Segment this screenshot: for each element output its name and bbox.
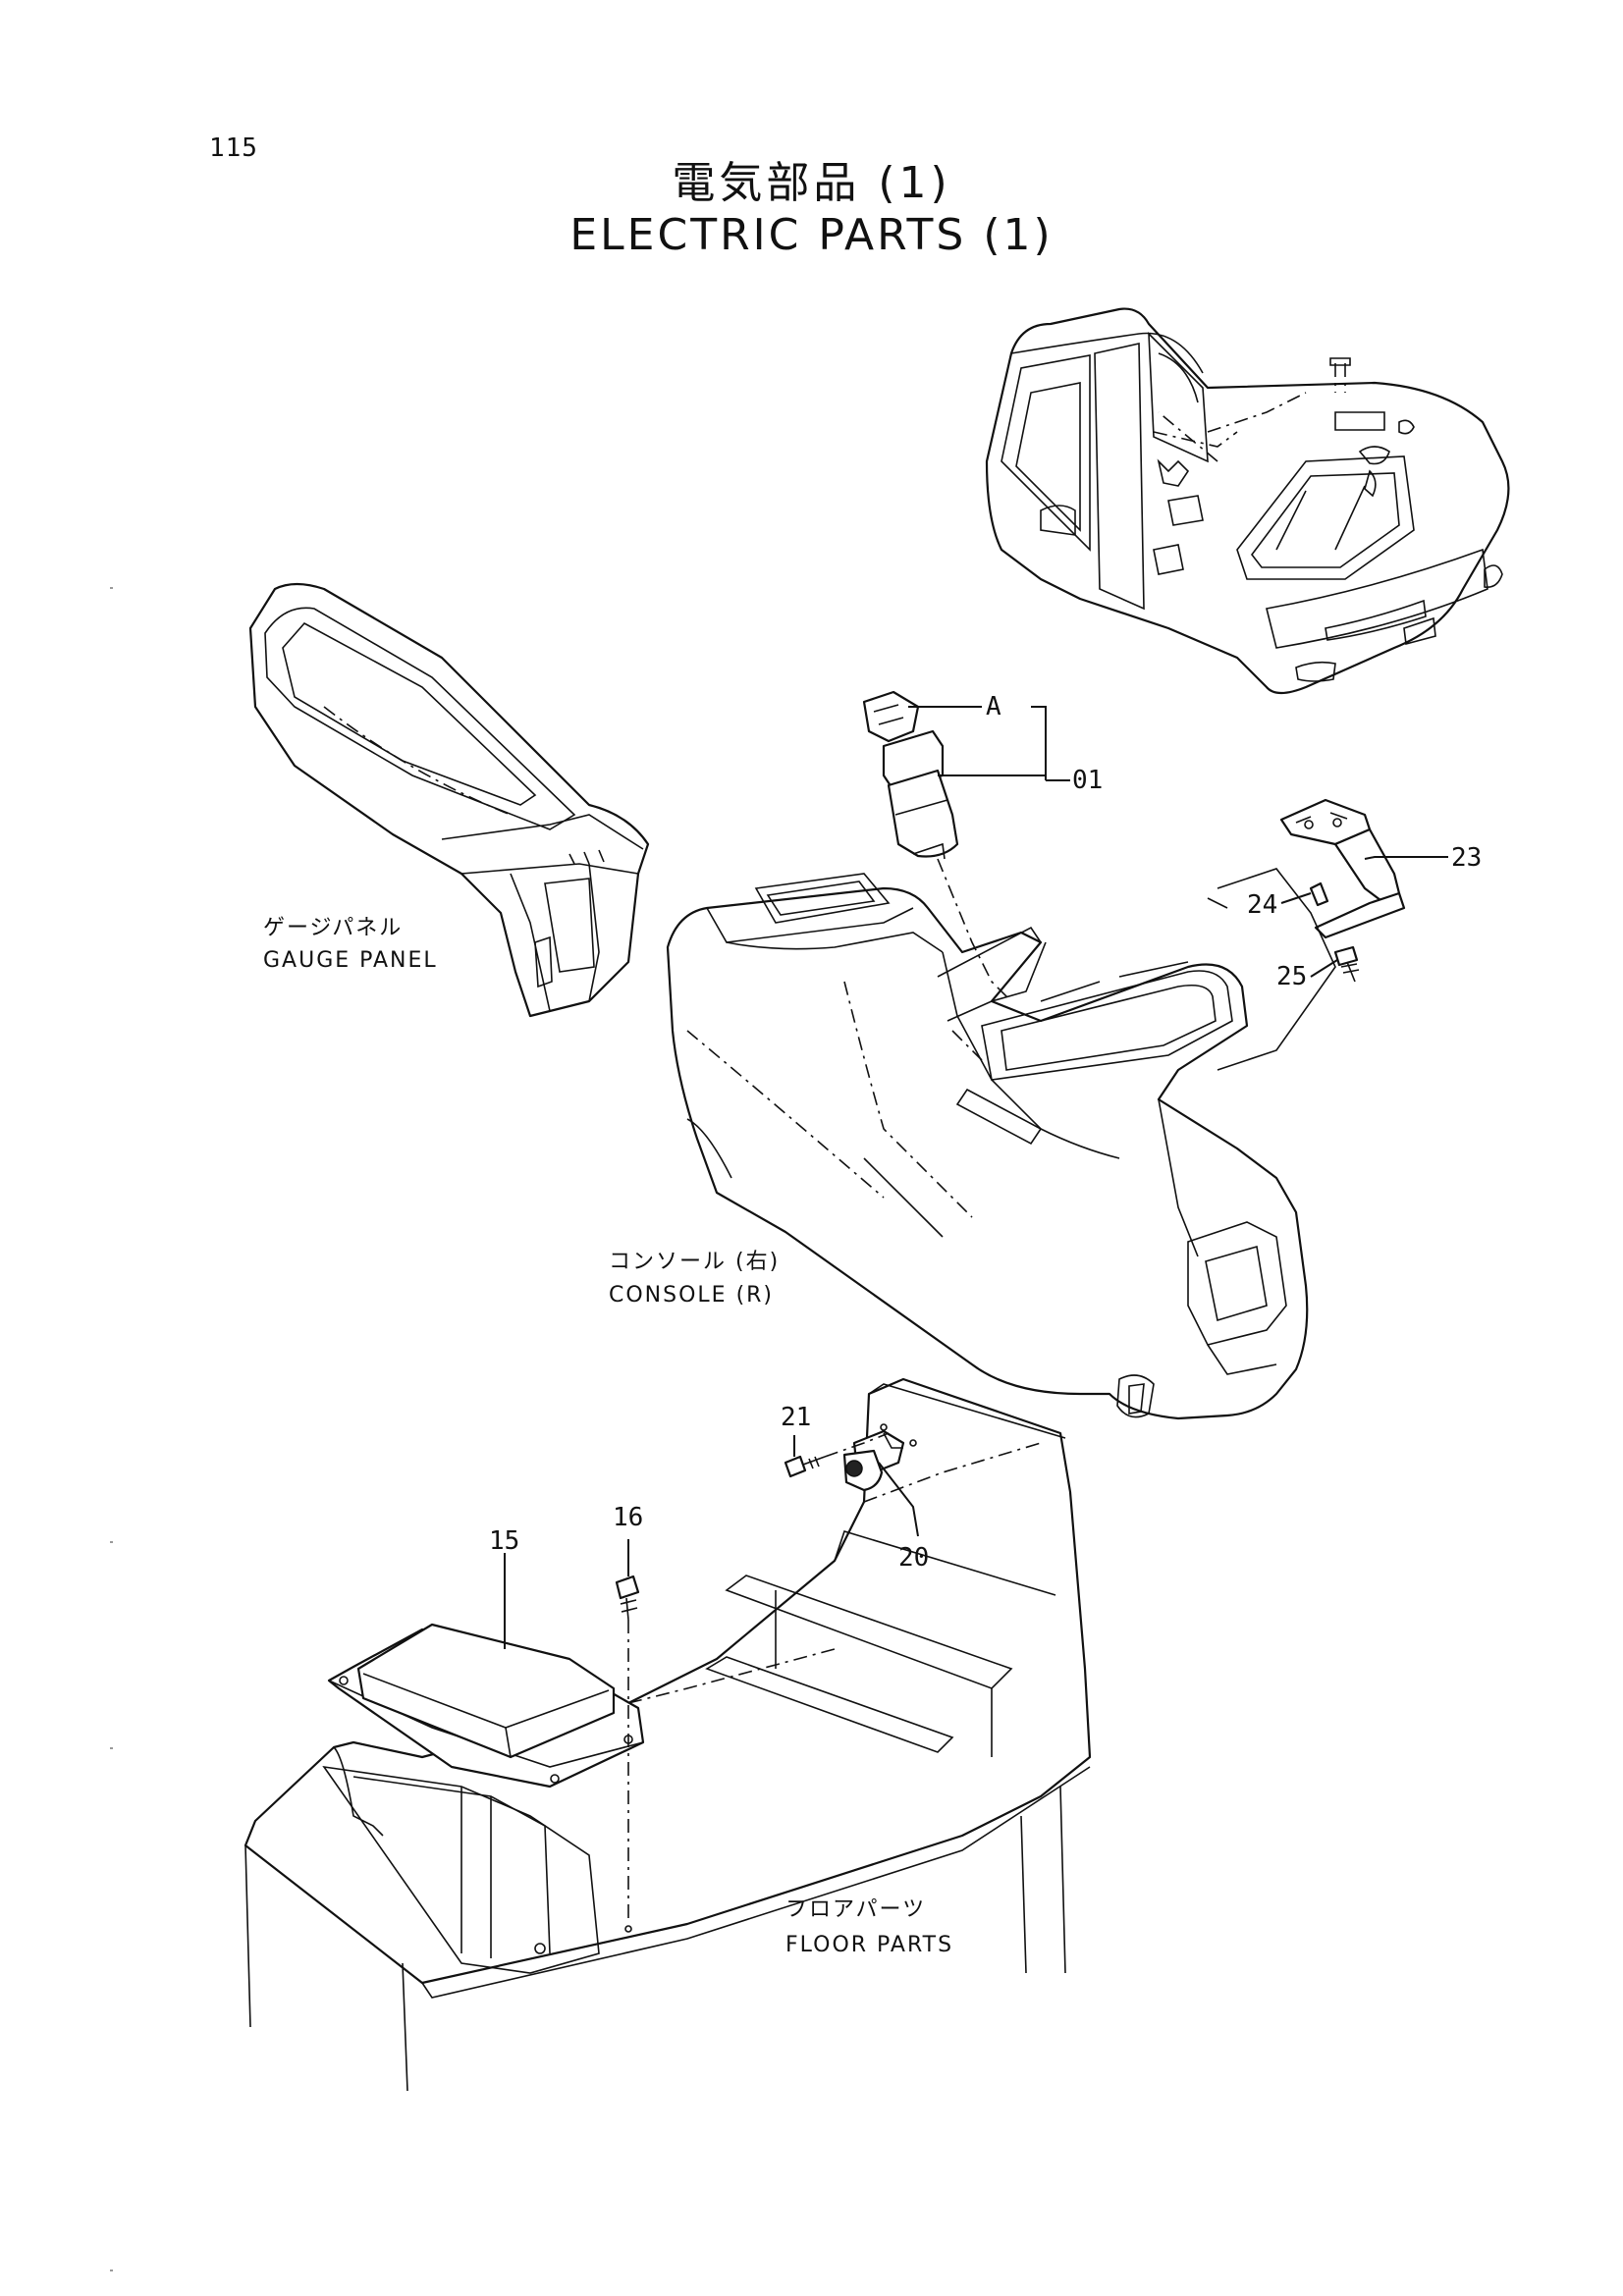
gauge-panel-label-en: GAUGE PANEL <box>263 948 438 973</box>
excavator-overview <box>985 307 1510 695</box>
floor-parts-label-en: FLOOR PARTS <box>785 1933 953 1957</box>
console-label-en: CONSOLE (R) <box>609 1283 774 1308</box>
margin-mark <box>110 1747 113 1749</box>
bracket-part <box>1207 798 1406 1071</box>
page-number: 115 <box>209 133 258 163</box>
console-r-part <box>666 873 1309 1420</box>
margin-mark <box>110 1541 113 1543</box>
callout-01: 01 <box>1072 766 1103 795</box>
gauge-panel-label-jp: ゲージパネル <box>263 916 403 940</box>
switch-part <box>842 1423 917 1492</box>
leader-lines <box>504 706 1448 1649</box>
callout-16: 16 <box>613 1503 643 1532</box>
bolt-21-part <box>784 1432 890 1478</box>
page-title-japanese: 電気部品 (1) <box>672 158 951 208</box>
key-switch-part <box>862 690 1012 1002</box>
callout-a: A <box>986 692 1001 721</box>
callout-21: 21 <box>781 1403 811 1432</box>
callout-20: 20 <box>898 1543 929 1573</box>
callout-25: 25 <box>1276 962 1307 991</box>
floor-parts-part <box>243 1377 1092 2092</box>
margin-mark <box>110 2269 113 2271</box>
console-label-jp: コンソール (右) <box>609 1250 780 1274</box>
bolt-part <box>1333 945 1360 983</box>
page-title-english: ELECTRIC PARTS (1) <box>569 210 1054 260</box>
callout-24: 24 <box>1247 890 1277 920</box>
floor-parts-label-jp: フロアパーツ <box>785 1897 926 1922</box>
gauge-panel-part <box>248 582 650 1018</box>
margin-mark <box>110 587 113 589</box>
spacer-part <box>1309 881 1329 907</box>
callout-23: 23 <box>1451 843 1482 873</box>
bolt-16-part <box>615 1575 640 1933</box>
callout-15: 15 <box>489 1526 519 1556</box>
controller-box-part <box>327 1623 645 1789</box>
